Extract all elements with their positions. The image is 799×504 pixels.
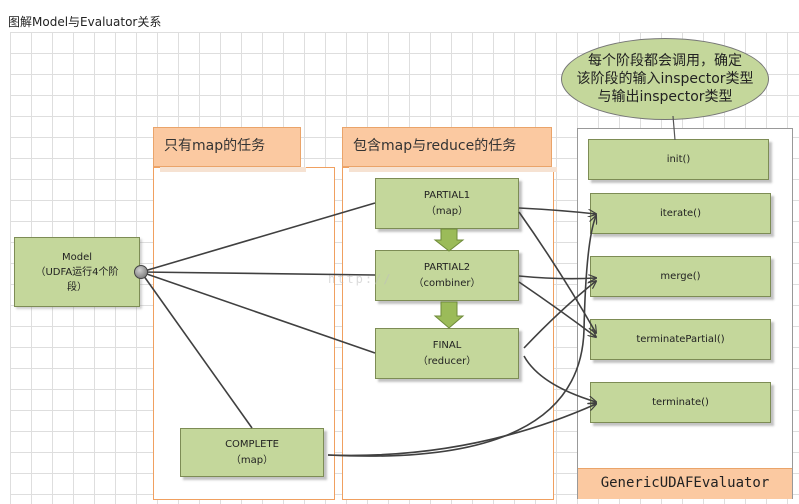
method-merge: merge() xyxy=(590,256,771,297)
stage-partial2: PARTIAL2 （combiner） xyxy=(375,250,519,301)
callout-stem xyxy=(672,115,676,141)
connector-model-partial2 xyxy=(140,271,376,276)
evaluator-label: GenericUDAFEvaluator xyxy=(578,468,792,499)
stage-partial2-name: PARTIAL2 xyxy=(423,261,471,273)
connector-final-terminate xyxy=(523,355,596,402)
model-line3: 段） xyxy=(67,281,87,293)
down-arrow-partial2-final xyxy=(433,301,465,329)
method-iterate-label: iterate() xyxy=(660,207,701,219)
model-line2: （UDFA运行4个阶 xyxy=(35,266,119,278)
lane-map-reduce-header: 包含map与reduce的任务 xyxy=(342,127,557,172)
method-iterate: iterate() xyxy=(590,193,771,234)
method-terminate-partial: terminatePartial() xyxy=(590,319,771,360)
callout-line1: 每个阶段都会调用，确定 xyxy=(588,53,742,69)
stage-complete-sub: （map） xyxy=(230,454,274,466)
connector-partial1-terminatepartial xyxy=(518,211,596,333)
evaluator-container xyxy=(577,128,793,499)
connector-model-partial1 xyxy=(140,202,376,273)
stage-final-name: FINAL xyxy=(432,339,462,351)
model-junction-dot xyxy=(134,265,148,279)
stage-partial2-sub: （combiner） xyxy=(413,277,481,289)
down-arrow-partial1-partial2 xyxy=(433,228,465,252)
model-node: Model （UDFA运行4个阶 段） xyxy=(14,237,140,307)
method-init-label: init() xyxy=(666,153,691,165)
lane-map-only-header: 只有map的任务 xyxy=(153,127,306,172)
stage-complete-name: COMPLETE xyxy=(225,438,279,450)
connector-partial2-terminatepartial xyxy=(518,281,596,337)
method-terminate: terminate() xyxy=(590,382,771,423)
stage-partial1-name: PARTIAL1 xyxy=(423,189,471,201)
stage-final: FINAL （reducer） xyxy=(375,328,519,379)
method-merge-label: merge() xyxy=(660,270,701,282)
stage-final-sub: （reducer） xyxy=(417,355,477,367)
connector-partial2-merge xyxy=(518,276,596,279)
connector-final-merge xyxy=(523,281,596,349)
callout-line2: 该阶段的输入inspector类型 xyxy=(576,71,754,87)
method-terminate-partial-label: terminatePartial() xyxy=(636,333,725,345)
connector-partial1-iterate xyxy=(518,207,596,214)
connector-model-final xyxy=(140,271,376,354)
callout-line3: 与输出inspector类型 xyxy=(597,89,733,105)
callout-bubble: 每个阶段都会调用，确定 该阶段的输入inspector类型 与输出inspect… xyxy=(561,38,769,120)
connector-complete-terminate xyxy=(327,404,596,457)
page-title: 图解Model与Evaluator关系 xyxy=(8,15,162,29)
model-line1: Model xyxy=(61,251,93,263)
method-terminate-label: terminate() xyxy=(652,396,709,408)
method-init: init() xyxy=(588,139,769,180)
stage-complete: COMPLETE （map） xyxy=(180,428,324,477)
connector-model-complete xyxy=(140,271,253,429)
connector-complete-iterate xyxy=(327,216,596,457)
stage-partial1: PARTIAL1 （map） xyxy=(375,178,519,229)
stage-partial1-sub: （map） xyxy=(425,205,469,217)
